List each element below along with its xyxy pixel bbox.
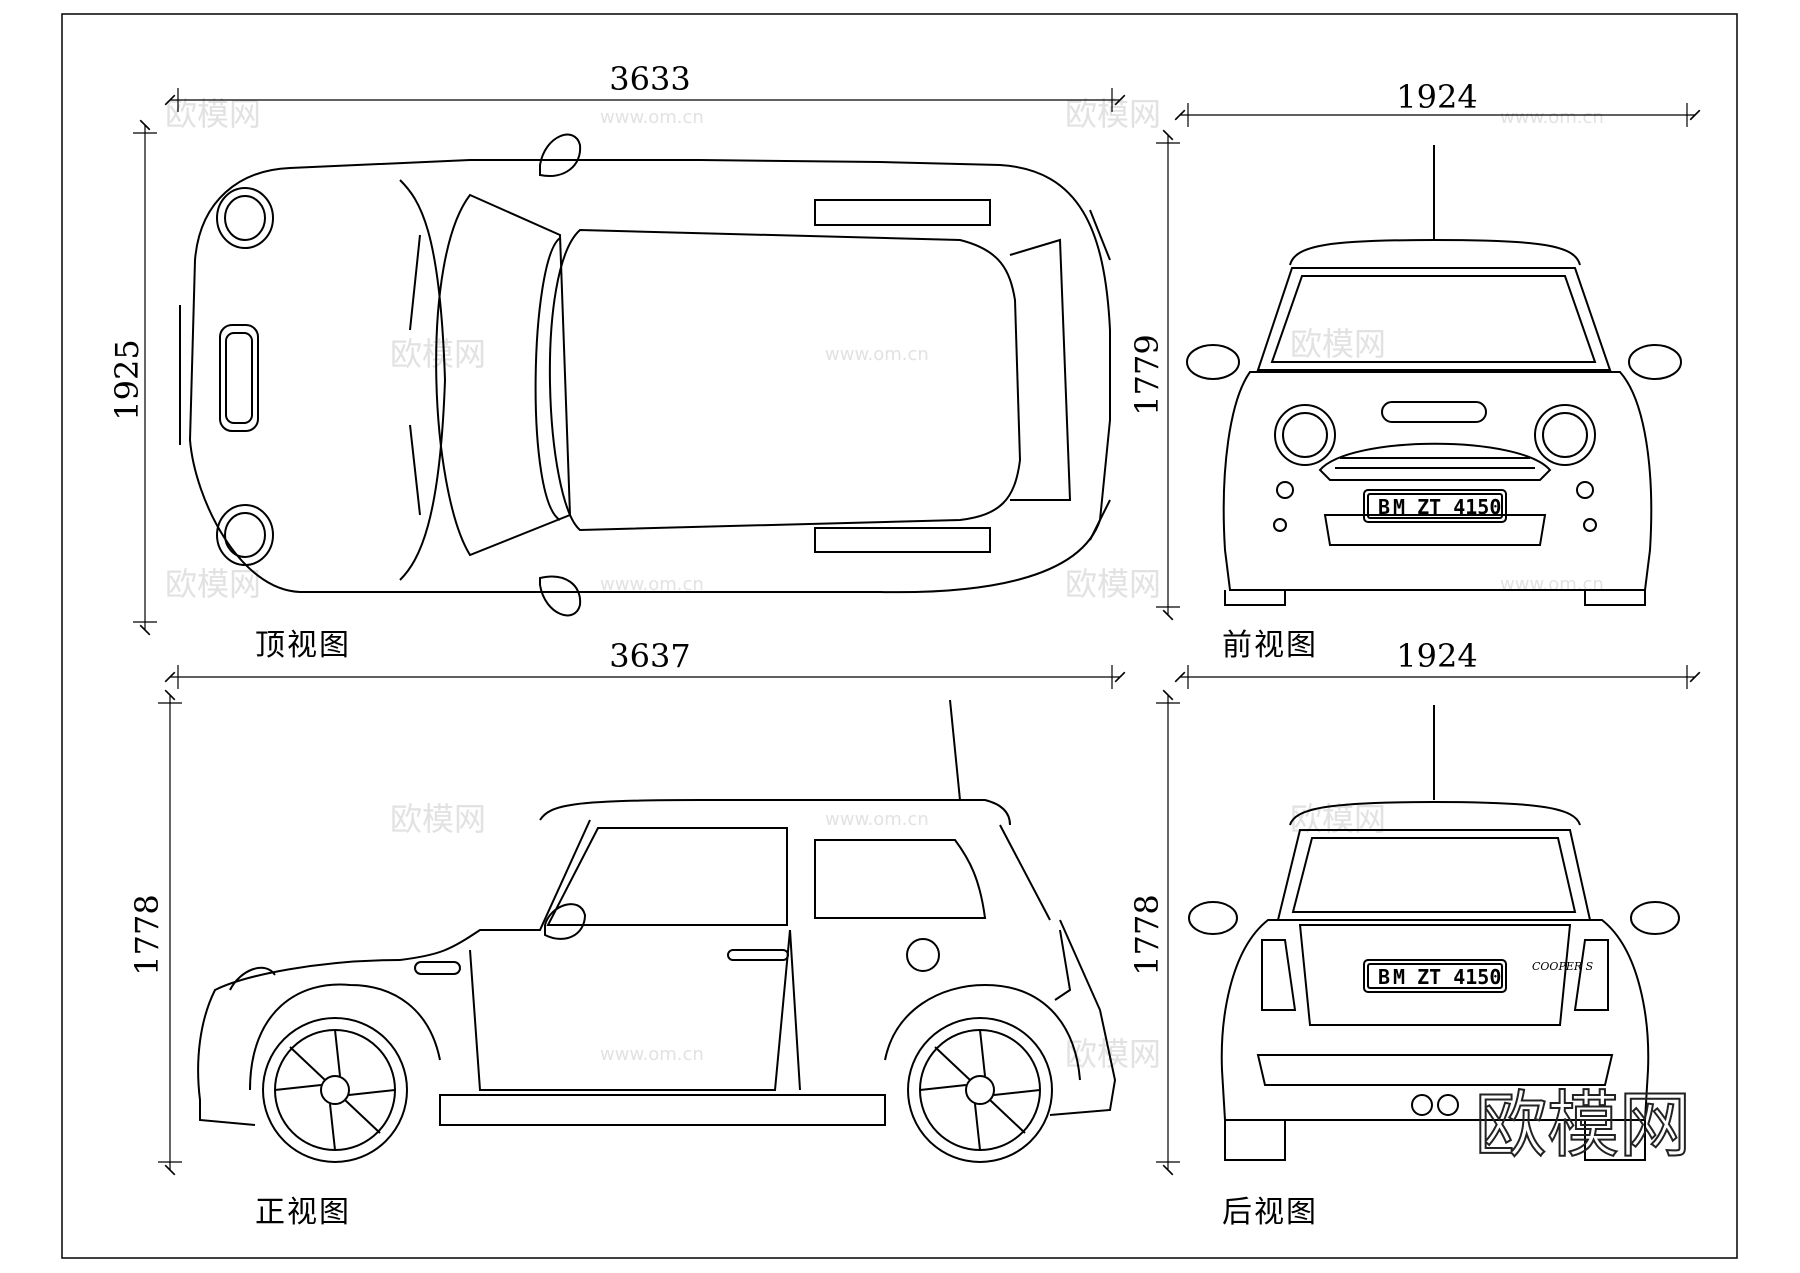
- watermark-brand: 欧模网: [165, 95, 261, 133]
- watermark-brand: 欧模网: [1290, 325, 1386, 363]
- rear-plate-prefix: B: [1378, 965, 1390, 989]
- front-plate-prefix: B: [1378, 495, 1390, 519]
- top-view-width-dimension: [133, 119, 157, 636]
- side-view-height-dimension: [158, 689, 182, 1176]
- top-view-length-label: 3633: [609, 60, 690, 98]
- front-view-height-dimension: [1156, 129, 1180, 621]
- watermark-url: www.om.cn: [1500, 107, 1604, 128]
- front-view-height-label: 1779: [1128, 334, 1166, 415]
- rear-view: [1188, 705, 1680, 1161]
- rear-view-width-dimension: [1174, 665, 1701, 689]
- side-view: [197, 699, 1117, 1163]
- watermark-brand: 欧模网: [390, 335, 486, 373]
- watermark-brand: 欧模网: [1065, 95, 1161, 133]
- front-plate-number: M ZT 4150: [1393, 495, 1501, 519]
- brand-watermark-large: 欧模网: [1475, 1083, 1691, 1167]
- front-view-caption: 前视图: [1222, 628, 1318, 663]
- rear-view-width-label: 1924: [1396, 637, 1477, 675]
- front-view-width-dimension: [1174, 103, 1701, 127]
- watermark-brand: 欧模网: [165, 565, 261, 603]
- watermark-brand: 欧模网: [1065, 565, 1161, 603]
- side-view-height-label: 1778: [128, 894, 166, 975]
- top-view-caption: 顶视图: [255, 628, 351, 663]
- side-view-caption: 正视图: [255, 1195, 351, 1230]
- top-view-length-dimension: [164, 88, 1126, 112]
- rear-cooper-s-badge: COOPER S: [1532, 960, 1594, 973]
- rear-view-caption: 后视图: [1222, 1195, 1318, 1230]
- watermark-url: www.om.cn: [825, 344, 929, 365]
- watermark-url: www.om.cn: [600, 574, 704, 595]
- background-watermarks: 欧模网 www.om.cn 欧模网 www.om.cn 欧模网 www.om.c…: [165, 95, 1604, 1073]
- watermark-url: www.om.cn: [600, 107, 704, 128]
- watermark-url: www.om.cn: [600, 1044, 704, 1065]
- rear-plate-number: M ZT 4150: [1393, 965, 1501, 989]
- front-view-width-label: 1924: [1396, 78, 1477, 116]
- rear-view-height-label: 1778: [1128, 894, 1166, 975]
- watermark-brand: 欧模网: [390, 800, 486, 838]
- top-view-width-label: 1925: [108, 339, 146, 420]
- watermark-url: www.om.cn: [1500, 574, 1604, 595]
- rear-view-height-dimension: [1156, 689, 1180, 1176]
- drawing-frame: [61, 13, 1738, 1259]
- front-view: [1186, 145, 1682, 606]
- watermark-url: www.om.cn: [825, 809, 929, 830]
- side-view-length-label: 3637: [609, 637, 690, 675]
- top-view: [179, 133, 1111, 617]
- side-view-length-dimension: [164, 665, 1126, 689]
